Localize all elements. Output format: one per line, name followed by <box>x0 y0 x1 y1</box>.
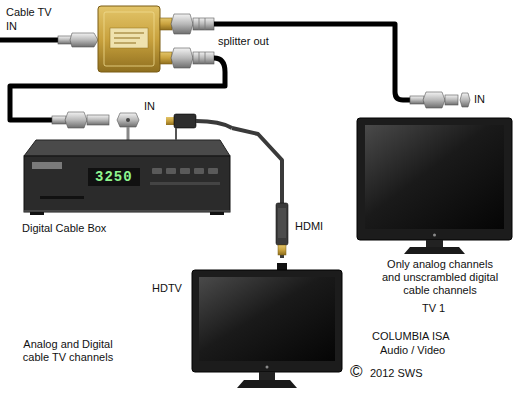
splitter <box>214 58 225 72</box>
tv-monitor <box>426 240 443 247</box>
hdmi-plug <box>276 203 288 245</box>
credit-note: 2012 SWS <box>370 367 423 380</box>
hdtv-monitor <box>199 277 335 361</box>
input-cable <box>0 33 98 47</box>
cable-box <box>196 121 232 128</box>
cable-box <box>175 128 177 140</box>
hdmi-plug <box>278 208 286 238</box>
port-label: IN <box>474 93 485 106</box>
cable-box <box>194 168 204 174</box>
splitter <box>98 6 307 72</box>
coax-connector <box>395 86 470 108</box>
copyright-mark: © <box>350 362 363 381</box>
splitter <box>104 12 154 66</box>
input-cable <box>0 38 60 43</box>
splitter <box>98 6 160 72</box>
cable-box <box>24 211 230 212</box>
hdtv-monitor <box>237 380 297 388</box>
credit-note: COLUMBIA ISA <box>372 330 450 343</box>
splitter <box>160 52 172 64</box>
coax-cable <box>307 24 395 86</box>
tv-monitor <box>357 118 512 240</box>
hdtv-monitor <box>277 263 287 270</box>
device-label: TV 1 <box>422 302 445 315</box>
cable-label: HDMI <box>293 220 325 233</box>
cable-box <box>208 168 218 174</box>
cable-box <box>166 168 176 174</box>
splitter <box>114 43 136 44</box>
coax-connector <box>20 118 54 123</box>
cable-box <box>174 114 196 128</box>
coax-connector <box>52 116 66 124</box>
hdtv-node: HDTV Analog and Digital cable TV channels <box>12 258 348 392</box>
cable-box <box>40 196 84 199</box>
splitter <box>171 14 193 34</box>
splitter <box>193 18 214 30</box>
device-label: Digital Cable Box <box>22 222 106 235</box>
cable-box <box>166 117 174 125</box>
coax-connector <box>445 95 458 105</box>
splitter <box>199 18 200 30</box>
tv-monitor <box>365 125 504 229</box>
splitter <box>171 48 193 68</box>
coax-connector <box>20 112 139 140</box>
channel-note: Analog and Digital cable TV channels <box>12 338 124 364</box>
channel-display: 3250 <box>88 168 140 186</box>
cable-box <box>180 168 190 174</box>
cable-box <box>152 168 162 174</box>
source-label: IN <box>6 20 17 33</box>
channel-note: Only analog channels and unscrambled dig… <box>380 258 500 297</box>
splitter <box>199 52 200 64</box>
cable-box <box>30 212 44 215</box>
cable-box <box>24 140 230 156</box>
credit-note: Audio / Video <box>380 344 445 357</box>
input-cable <box>70 33 98 47</box>
splitter <box>160 18 172 30</box>
cable-box-node: 3250Digital Cable Box <box>20 108 232 240</box>
tv-node: Only analog channels and unscrambled dig… <box>350 86 518 318</box>
hdtv-monitor <box>192 270 342 372</box>
cable-box <box>210 212 224 215</box>
coax-connector <box>460 93 470 107</box>
coax-connector <box>410 96 424 104</box>
hdmi-plug <box>276 203 288 255</box>
splitter <box>205 18 206 30</box>
splitter <box>193 52 214 64</box>
coax-connector <box>87 115 109 125</box>
coax-connector <box>126 118 130 122</box>
coax-connector <box>117 113 139 127</box>
coax-connector <box>423 92 445 108</box>
splitter <box>110 28 148 48</box>
port-label: IN <box>144 100 155 113</box>
cable-box <box>24 114 232 215</box>
coax-connector <box>395 86 412 100</box>
hdmi-plug <box>278 245 286 255</box>
tv-monitor <box>404 247 465 254</box>
tv-monitor <box>433 234 436 237</box>
cable-box <box>32 162 62 169</box>
tv-monitor <box>357 118 512 254</box>
hdtv-monitor <box>266 366 269 369</box>
hdtv-monitor <box>192 263 342 388</box>
hdmi-cable <box>232 128 282 258</box>
source-label: Cable TV <box>6 6 52 19</box>
splitter <box>214 22 307 27</box>
splitter <box>205 52 206 64</box>
cable-box <box>150 182 220 185</box>
coax-cable <box>10 72 225 120</box>
splitter <box>114 38 140 39</box>
coax-connector <box>127 127 130 140</box>
splitter-label: splitter out <box>218 35 269 48</box>
splitter-node: splitter out <box>95 4 307 72</box>
device-label: HDTV <box>152 282 182 295</box>
cable-box <box>24 156 230 212</box>
splitter <box>114 33 144 34</box>
coax-connector <box>65 112 87 128</box>
hdtv-monitor <box>259 372 275 380</box>
